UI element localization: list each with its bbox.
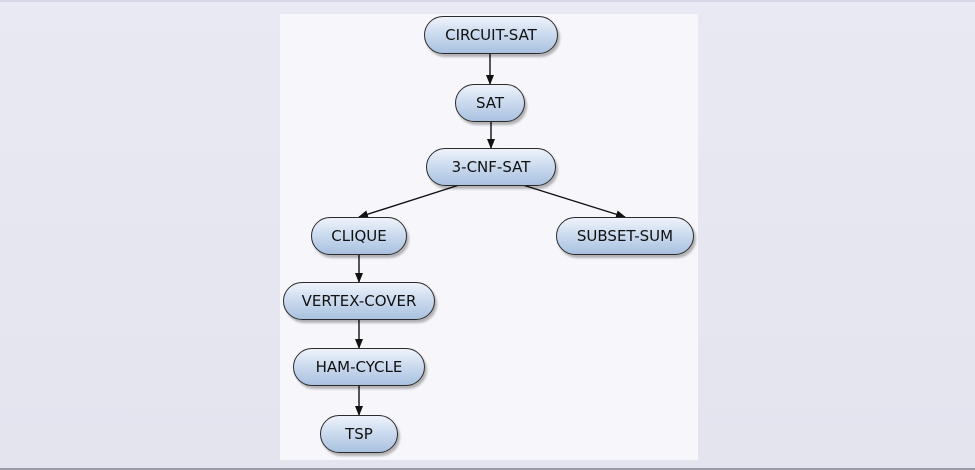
node-sat: SAT bbox=[455, 84, 525, 122]
node-circuit-sat: CIRCUIT-SAT bbox=[424, 16, 558, 54]
node-ham-cycle: HAM-CYCLE bbox=[293, 348, 425, 386]
edge-cnf_sat-to-clique bbox=[358, 183, 463, 219]
node-tsp: TSP bbox=[320, 415, 398, 453]
node-subset-sum: SUBSET-SUM bbox=[556, 217, 694, 255]
node-clique: CLIQUE bbox=[311, 217, 407, 255]
edge-cnf_sat-to-subset_sum bbox=[519, 183, 626, 219]
node-3-cnf-sat: 3-CNF-SAT bbox=[426, 148, 556, 186]
node-vertex-cover: VERTEX-COVER bbox=[283, 282, 435, 320]
